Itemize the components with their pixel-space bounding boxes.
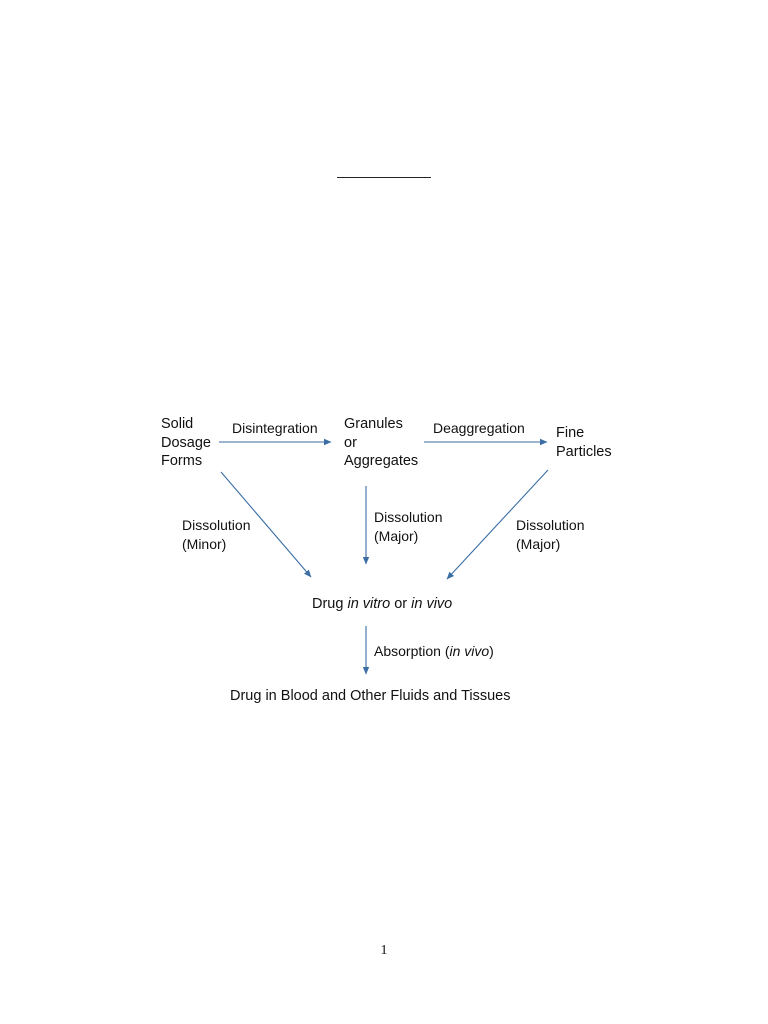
node-fine-line-2: Particles (556, 443, 612, 460)
label-dissolution-major-right: Dissolution (Major) (516, 516, 584, 553)
label-disintegration: Disintegration (232, 419, 318, 438)
label-deaggregation-text: Deaggregation (433, 420, 525, 436)
absorption-suffix: ) (489, 643, 494, 659)
node-granules-line-1: Granules (344, 416, 403, 432)
top-rule-line (337, 177, 431, 178)
page-number: 1 (380, 943, 388, 958)
absorption-in-vivo-italic: in vivo (449, 643, 490, 659)
arrow-dissolution-major-right (446, 469, 549, 580)
node-solid-line-2: Dosage (161, 434, 211, 451)
drug-in-vitro-italic: in vitro (347, 596, 391, 612)
node-fine-particles: Fine Particles (556, 424, 612, 461)
node-granules-aggregates: Granules or Aggregates (344, 415, 418, 471)
node-solid-dosage-forms: Solid Dosage Forms (161, 415, 211, 471)
arrow-dissolution-minor (220, 471, 312, 578)
label-dissolution-major-center-line-1: Dissolution (374, 509, 443, 525)
label-dissolution-minor-line-2: (Minor) (182, 535, 227, 552)
label-dissolution-major-right-line-2: (Major) (516, 535, 561, 552)
node-drug-in-blood: Drug in Blood and Other Fluids and Tissu… (230, 687, 510, 706)
drug-middle: or (390, 596, 412, 612)
absorption-prefix: Absorption ( (374, 643, 450, 659)
node-solid-line-1: Solid (161, 416, 194, 432)
label-dissolution-minor-line-1: Dissolution (182, 517, 251, 533)
label-dissolution-major-center-line-2: (Major) (374, 527, 419, 544)
label-absorption: Absorption (in vivo) (374, 642, 494, 661)
node-fine-line-1: Fine (556, 425, 585, 441)
node-drug-in-vitro-in-vivo: Drug in vitro or in vivo (312, 595, 452, 614)
drug-prefix: Drug (312, 596, 348, 612)
node-granules-line-2: or (344, 434, 357, 451)
drug-in-vivo-italic: in vivo (411, 596, 453, 612)
node-solid-line-3: Forms (161, 453, 203, 469)
label-dissolution-major-center: Dissolution (Major) (374, 508, 442, 545)
label-dissolution-minor: Dissolution (Minor) (182, 516, 250, 553)
label-disintegration-text: Disintegration (232, 420, 318, 436)
node-drug-in-blood-text: Drug in Blood and Other Fluids and Tissu… (230, 688, 511, 704)
label-deaggregation: Deaggregation (433, 419, 525, 438)
label-dissolution-major-right-line-1: Dissolution (516, 517, 585, 533)
node-granules-line-3: Aggregates (344, 453, 419, 469)
